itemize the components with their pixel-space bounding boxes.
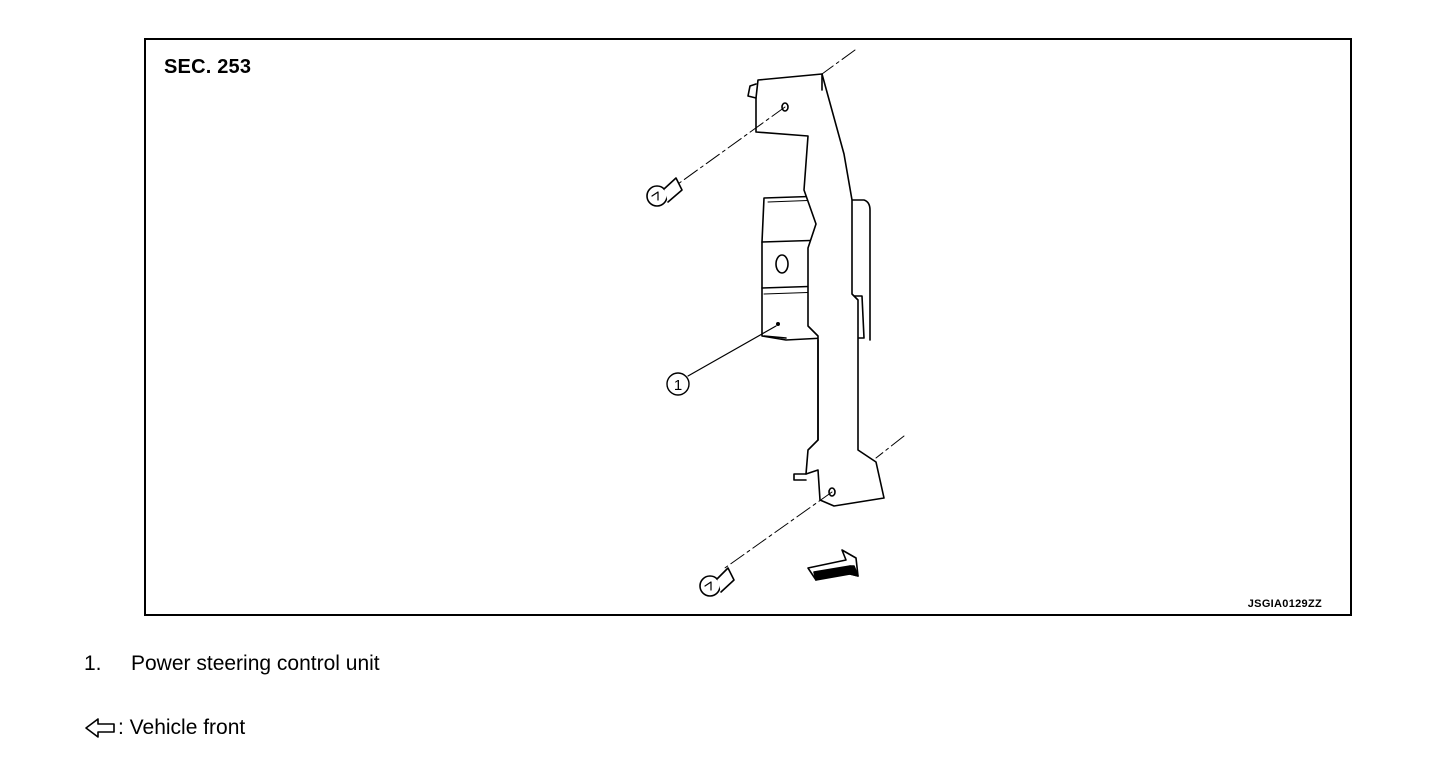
figure-frame: SEC. 253 [144,38,1352,616]
lower-screw [699,567,735,597]
legend-item-number: 1. [84,652,102,675]
mounting-bracket [747,73,885,507]
vehicle-front-arrow [807,549,859,581]
legend-item: 1. Power steering control unit [84,652,380,676]
legend-symbol: : Vehicle front [84,716,245,740]
center-lines [677,49,905,571]
legend-item-text: Power steering control unit [131,652,380,675]
callout-number: 1 [674,377,682,394]
hollow-arrow-left-icon [85,718,115,738]
rear-plate [849,199,871,341]
legend-symbol-text: : Vehicle front [118,716,246,739]
component-illustration: 1 [646,49,905,597]
callout-circle [666,372,690,396]
upper-screw [646,177,683,207]
section-label: SEC. 253 [164,56,252,78]
callout-leader [687,325,777,377]
figure-code: JSGIA0129ZZ [1247,598,1322,610]
